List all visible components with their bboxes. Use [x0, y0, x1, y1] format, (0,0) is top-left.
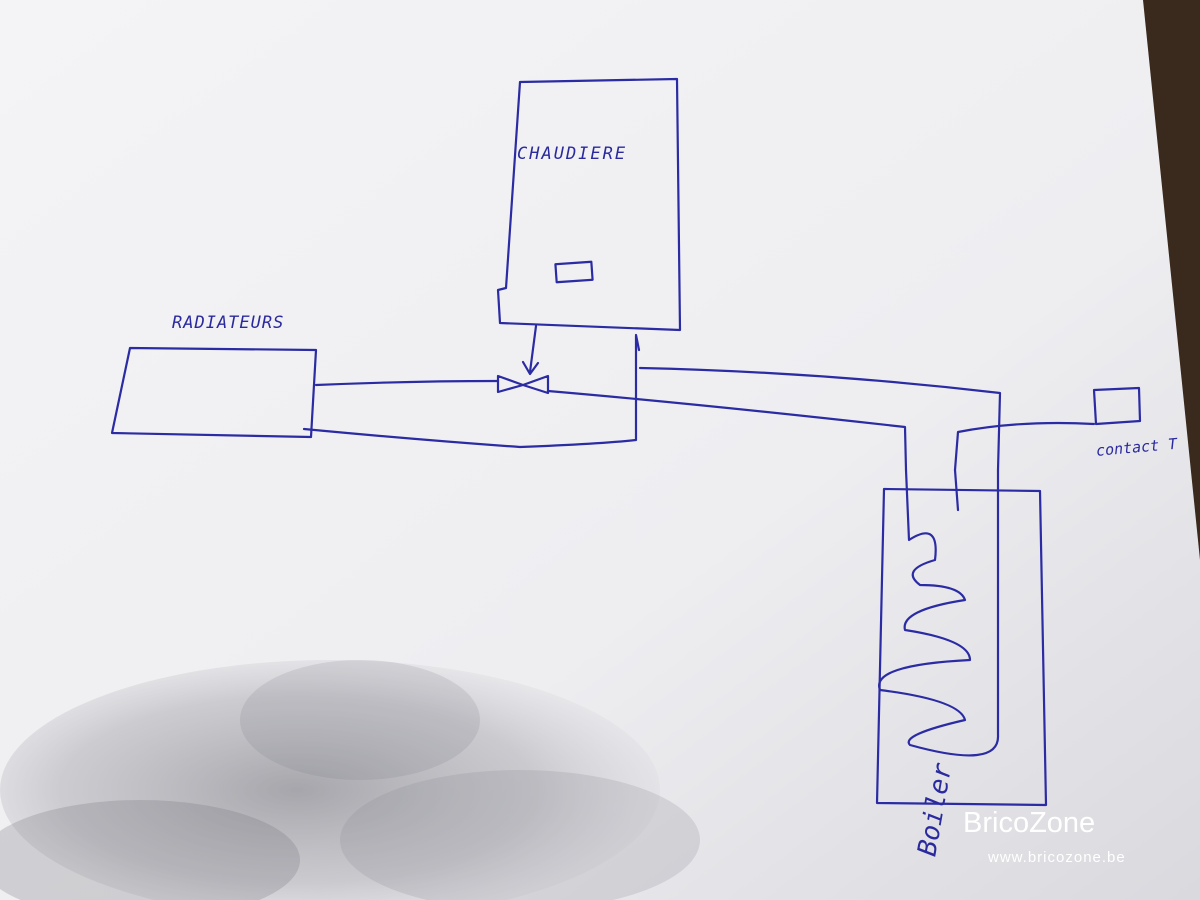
three-way-valve [496, 374, 550, 395]
radiator-label: RADIATEURS [172, 313, 284, 333]
boiler-label: CHAUDIERE [517, 144, 627, 164]
boiler-unit: CHAUDIERE [496, 77, 682, 332]
pipe-network [302, 324, 1002, 472]
watermark-brand: BricoZone [963, 807, 1095, 839]
boiler-control-panel [554, 260, 594, 284]
hand-shadow [0, 660, 700, 900]
watermark: BricoZone www.bricozone.be [963, 807, 1126, 866]
radiator-unit: RADIATEURS [110, 313, 318, 439]
watermark-url: www.bricozone.be [987, 849, 1126, 866]
